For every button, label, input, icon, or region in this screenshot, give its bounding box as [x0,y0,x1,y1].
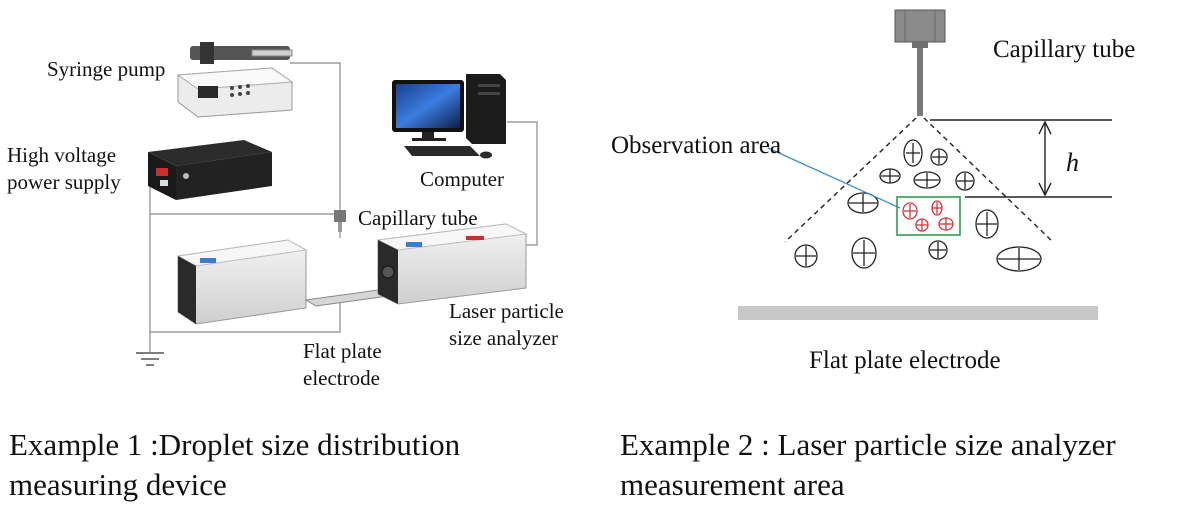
observation-area-label: Observation area [611,132,781,159]
example1-caption-line2: measuring device [9,467,227,502]
example2-caption-line1: Example 2 : Laser particle size analyzer [620,427,1116,462]
droplet [928,240,948,260]
laser-analyzer-label-line2: size analyzer [449,326,558,350]
droplet [975,209,999,239]
droplet [996,246,1042,272]
wiring [149,62,538,352]
flat-plate-electrode [738,306,1098,320]
height-label: h [1066,148,1079,177]
droplet [847,192,879,214]
example2-diagram: h Capillary tube [611,9,1135,502]
ground-icon [136,352,164,366]
observed-droplets [902,200,954,232]
hv-power-supply-label-line2: power supply [7,170,121,194]
observation-pointer-line [767,147,901,209]
example1-diagram: Syringe pump High voltage power supply C… [7,42,564,502]
flat-plate-label-line1: Flat plate [303,339,382,363]
example1-caption-line1: Example 1 :Droplet size distribution [9,427,461,462]
capillary-tube-label: Capillary tube [358,206,478,230]
capillary-tube-illustration [894,9,946,116]
observed-droplet [938,217,954,231]
capillary-tube-small-illustration [334,210,346,232]
observation-area-box [896,196,961,236]
droplet [794,244,818,268]
flat-plate-label-line2: electrode [303,366,380,390]
hv-power-supply-label-line1: High voltage [7,143,116,167]
hv-power-supply-illustration [148,140,272,200]
flat-plate-electrode-label: Flat plate electrode [809,347,1001,374]
spray-cone [784,117,1054,243]
droplet [851,237,877,269]
observed-droplet [915,218,929,232]
droplets [794,139,1042,272]
syringe-pump-illustration [176,42,294,118]
droplet [913,171,941,189]
laser-analyzer-label-line1: Laser particle [449,299,564,323]
droplet [930,148,948,166]
observed-droplet [931,200,943,216]
computer-label: Computer [420,167,504,191]
droplet [903,139,923,167]
droplet [955,171,975,191]
example2-caption-line2: measurement area [620,467,845,502]
height-marker [930,119,1112,198]
observed-droplet [902,202,918,220]
computer-illustration [392,74,506,159]
droplet [879,168,901,184]
laser-analyzer-illustration [176,223,528,325]
syringe-pump-label: Syringe pump [47,57,165,81]
capillary-tube-label-right: Capillary tube [993,36,1135,63]
